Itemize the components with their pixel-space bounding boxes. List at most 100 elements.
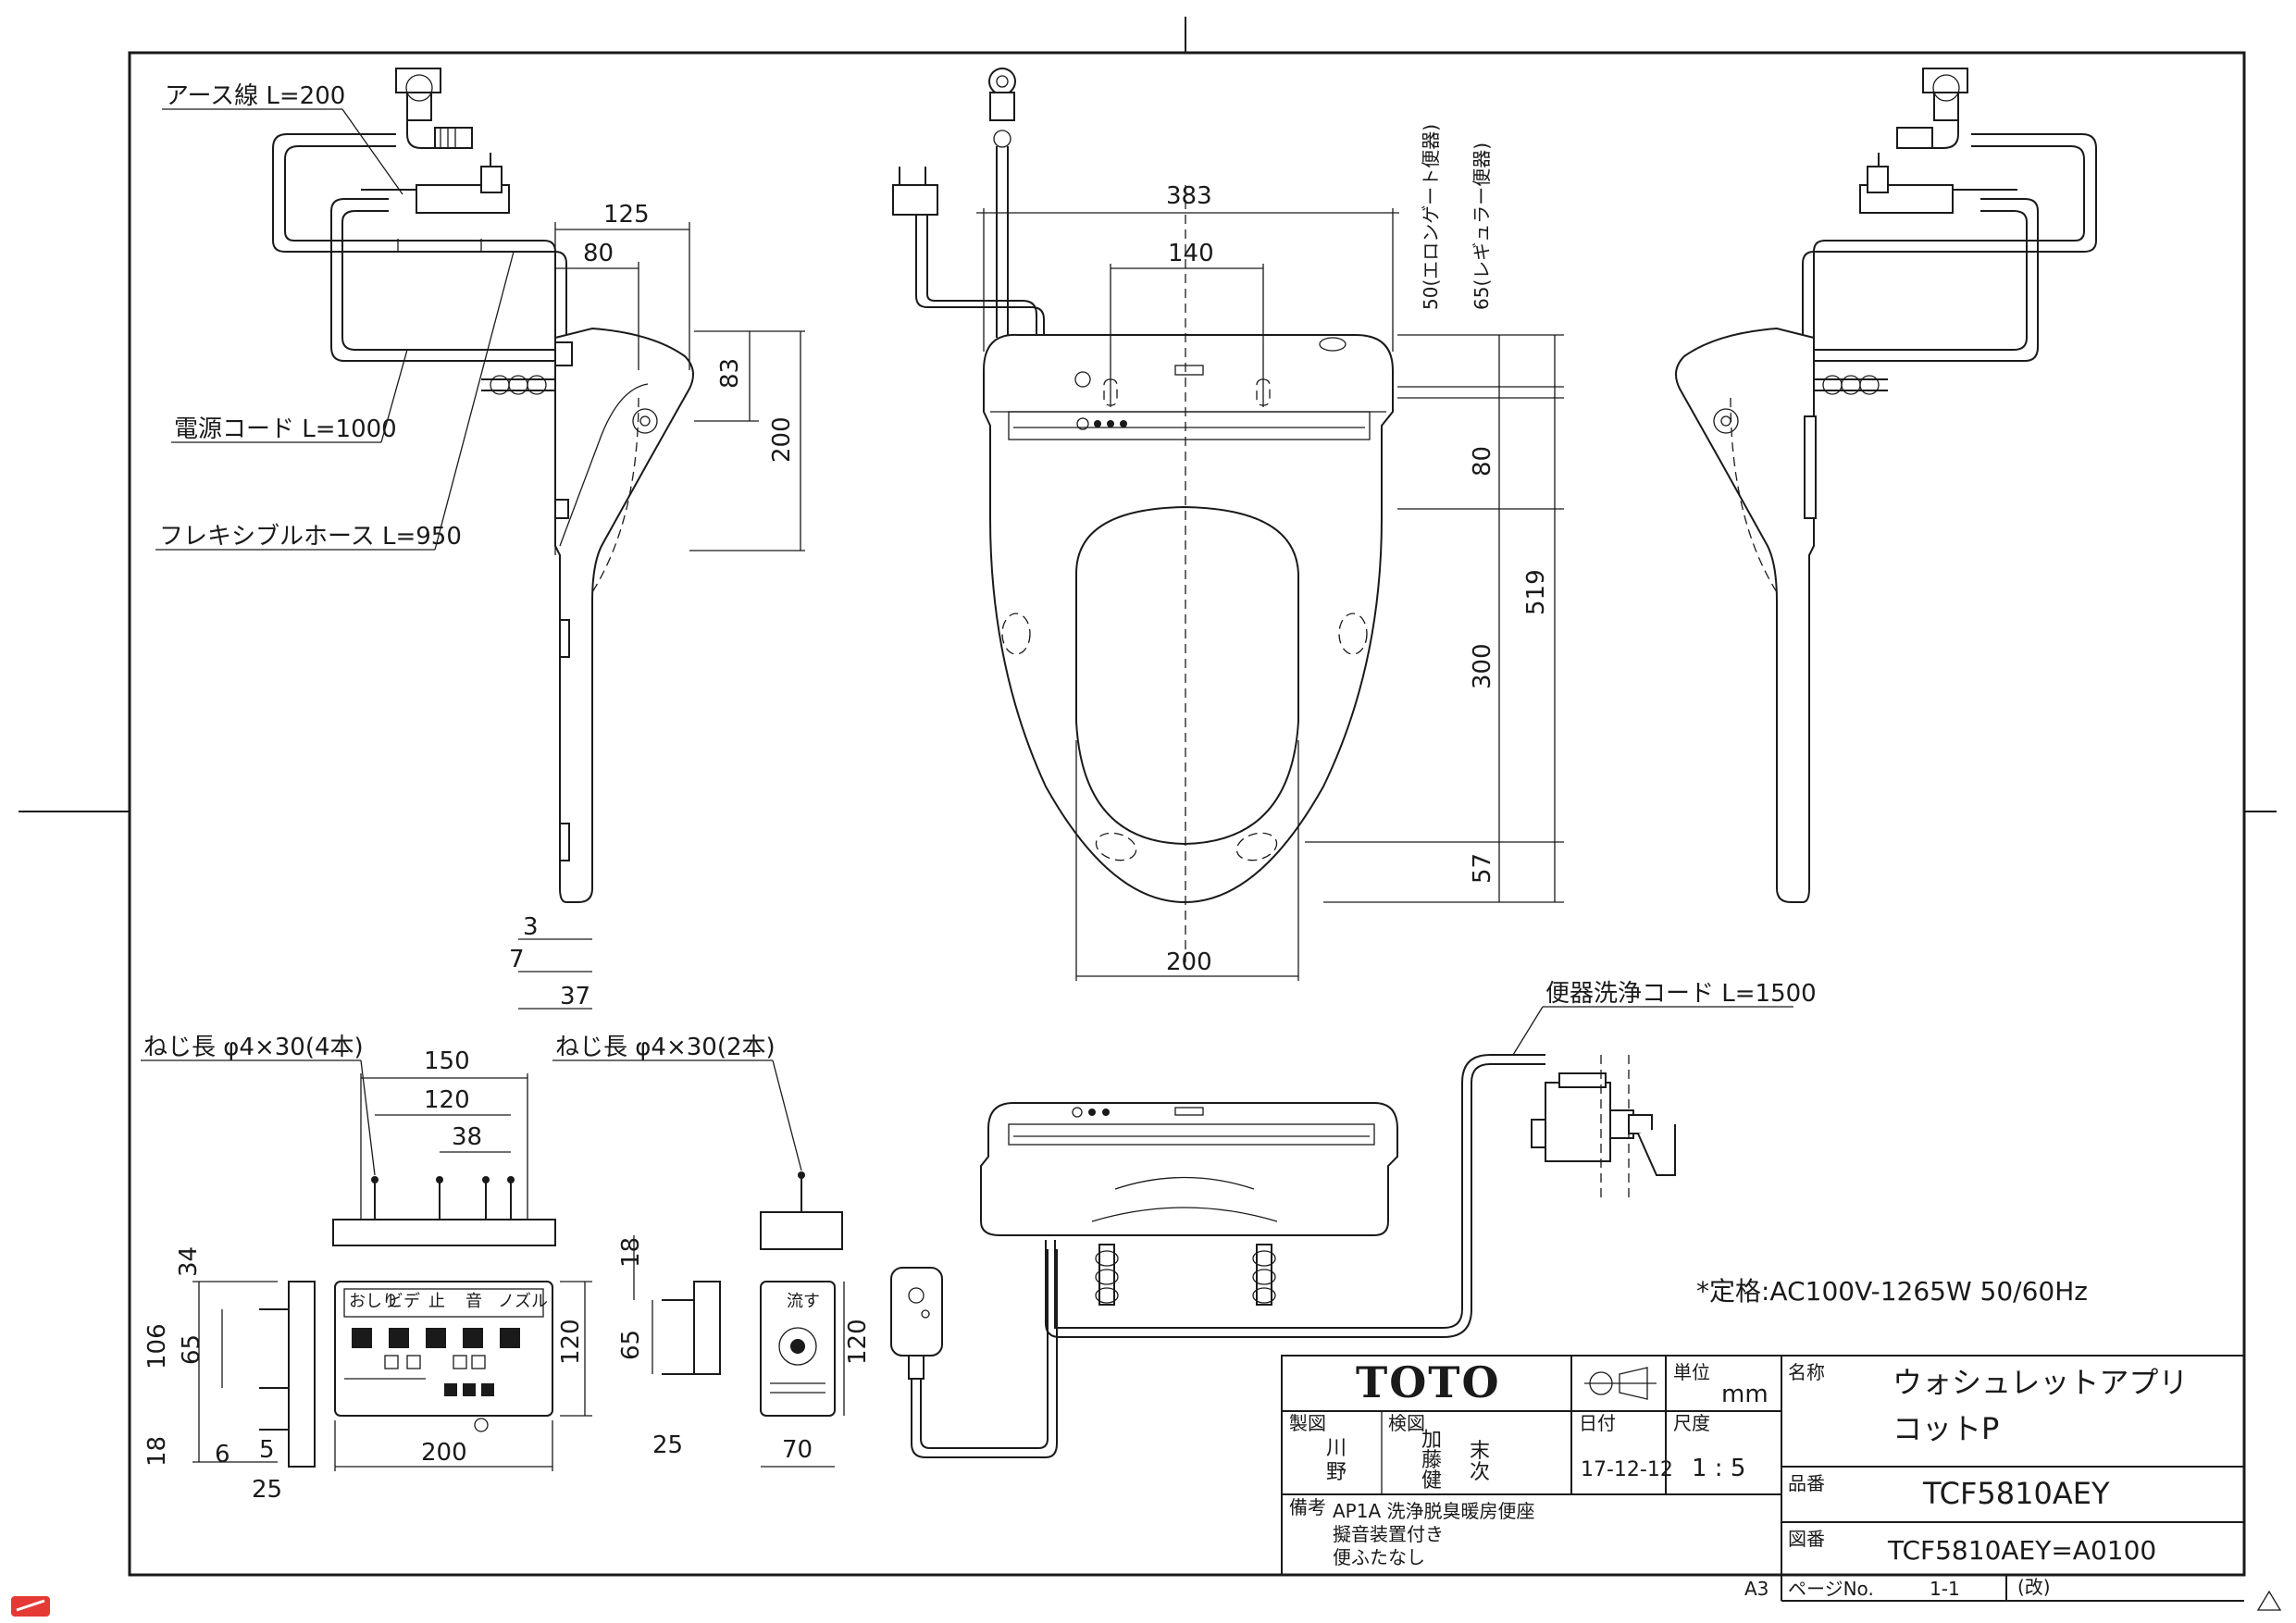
dim-5: 5 [259, 1436, 275, 1464]
bracket-dimensions: 150 120 38 [360, 1047, 528, 1220]
drawing-no: TCF5810AEY=A0100 [1887, 1535, 2156, 1566]
product-no: TCF5810AEY [1922, 1476, 2110, 1511]
label-screw-left: ねじ長 φ4×30(4本) [143, 1034, 364, 1061]
dim-125: 125 [603, 201, 650, 229]
dim-383: 383 [1166, 182, 1212, 210]
dim-18-flush: 18 [617, 1237, 645, 1268]
checked-label: 検図 [1388, 1412, 1425, 1434]
checked-by-2: 藤 [1421, 1449, 1442, 1472]
dim-25-remote: 25 [252, 1476, 282, 1504]
unit-label: 単位 [1673, 1361, 1710, 1383]
scale-label: 尺度 [1673, 1412, 1710, 1434]
remote-front-view: おしり ビデ 止 音 ノズル [334, 1281, 553, 1432]
flush-remote-label: 流す [787, 1292, 820, 1311]
dim-106: 106 [143, 1323, 171, 1369]
note-elongated: 50(エロンゲート便器) [1420, 124, 1442, 310]
label-flush-cord: 便器洗浄コード L=1500 [1545, 980, 1817, 1008]
drawn-label: 製図 [1289, 1412, 1326, 1434]
revision-label: (改) [2017, 1576, 2051, 1598]
top-dimensions: 383 140 50(エロンゲート便器) 65(レギュラー便器) 80 519 … [976, 124, 1564, 981]
page-value: 1-1 [1930, 1578, 1960, 1600]
dim-37: 37 [560, 983, 590, 1010]
scale-value: 1 : 5 [1692, 1455, 1745, 1482]
unit-value: mm [1721, 1381, 1769, 1408]
dim-300: 300 [1469, 643, 1496, 689]
right-side-view [1675, 68, 2097, 903]
product-name-line1: ウォシュレットアプリ [1893, 1365, 2188, 1400]
flush-valve-unit [1531, 1055, 1676, 1203]
label-screw-right: ねじ長 φ4×30(2本) [555, 1034, 776, 1061]
checked-by-4: 末 [1470, 1440, 1490, 1463]
label-earth-wire: アース線 L=200 [165, 82, 345, 110]
dim-150: 150 [424, 1047, 470, 1075]
dim-70: 70 [782, 1436, 813, 1464]
product-no-label: 品番 [1788, 1472, 1825, 1494]
label-power-cord: 電源コード L=1000 [174, 415, 397, 443]
title-block: TOTO 単位 mm 名称 ウォシュレットアプリ コットP 製図 川 野 検図 … [1281, 1355, 2245, 1602]
dim-120-remote: 120 [557, 1319, 585, 1365]
label-flexible-hose: フレキシブルホース L=950 [159, 523, 462, 551]
remote-btn-3: 止 [428, 1292, 445, 1311]
flush-remote-front: 流す [760, 1281, 836, 1417]
dim-25-flush: 25 [652, 1431, 683, 1459]
remote-side-view [259, 1281, 316, 1468]
remarks-line3: 便ふたなし [1333, 1546, 1425, 1568]
dim-57: 57 [1469, 853, 1496, 884]
flush-remote-side-view [662, 1281, 721, 1375]
dim-200-side: 200 [768, 416, 796, 463]
date-label: 日付 [1579, 1412, 1616, 1434]
drawn-by-2: 野 [1326, 1461, 1347, 1484]
remote-button-labels: おしり ビデ 止 音 ノズル [349, 1292, 548, 1311]
dim-120-bracket: 120 [424, 1086, 470, 1114]
remote-btn-2: ビデ [387, 1292, 420, 1311]
dim-34: 34 [175, 1246, 203, 1277]
dim-200-top: 200 [1166, 948, 1212, 976]
remote-dimensions: 34 106 65 18 6 5 25 200 120 [143, 1246, 592, 1504]
mounting-plate-2-screws [760, 1171, 843, 1250]
dim-38: 38 [452, 1123, 482, 1151]
dim-65-flush: 65 [617, 1330, 645, 1360]
mounting-plate-4-screws [332, 1176, 556, 1246]
dim-65-remote: 65 [178, 1334, 205, 1365]
drawing-no-label: 図番 [1788, 1528, 1825, 1550]
name-label: 名称 [1788, 1361, 1825, 1383]
corner-triangle [2256, 1590, 2282, 1611]
checked-by-5: 次 [1470, 1461, 1490, 1484]
dim-3: 3 [523, 913, 539, 941]
corner-stamp-icon [11, 1596, 50, 1617]
toto-logo: TOTO [1356, 1357, 1501, 1407]
remarks-line2: 擬音装置付き [1333, 1523, 1444, 1545]
dim-140: 140 [1168, 240, 1214, 267]
flush-remote-dimensions: 18 65 25 70 120 [617, 1235, 872, 1468]
label-rating: *定格:AC100V-1265W 50/60Hz [1696, 1276, 2088, 1307]
date-value: 17-12-12 [1581, 1458, 1673, 1481]
drawn-by-1: 川 [1326, 1437, 1347, 1460]
dim-6: 6 [215, 1441, 230, 1468]
page-label: ページNo. [1788, 1578, 1874, 1600]
leader-labels: アース線 L=200 電源コード L=1000 フレキシブルホース L=950 … [141, 82, 2088, 1307]
center-top-view [892, 68, 1394, 962]
dim-519: 519 [1522, 569, 1550, 615]
dim-80-top: 80 [1469, 446, 1496, 477]
remote-btn-1: おしり [349, 1292, 399, 1311]
checked-by-3: 健 [1421, 1469, 1442, 1493]
note-regular: 65(レギュラー便器) [1471, 142, 1493, 310]
drawing-frame [128, 51, 2246, 1577]
dim-200-remote: 200 [421, 1439, 467, 1467]
receiver-unit [890, 1249, 1058, 1458]
side-dimensions: 125 80 83 200 3 7 37 [509, 201, 805, 1010]
remarks-line1: AP1A 洗浄脱臭暖房便座 [1333, 1500, 1535, 1522]
left-side-view [272, 68, 694, 903]
dim-80-side: 80 [583, 240, 614, 267]
remote-btn-5: ノズル [498, 1292, 548, 1311]
dim-7: 7 [509, 946, 525, 973]
remarks-label: 備考 [1289, 1496, 1326, 1518]
dim-83: 83 [716, 358, 744, 389]
sheet-size: A3 [1744, 1578, 1769, 1600]
remote-btn-4: 音 [465, 1292, 482, 1311]
product-name-line2: コットP [1893, 1411, 1999, 1446]
front-view [980, 1054, 1545, 1338]
dim-18-remote: 18 [143, 1436, 171, 1467]
checked-by-1: 加 [1421, 1429, 1442, 1452]
